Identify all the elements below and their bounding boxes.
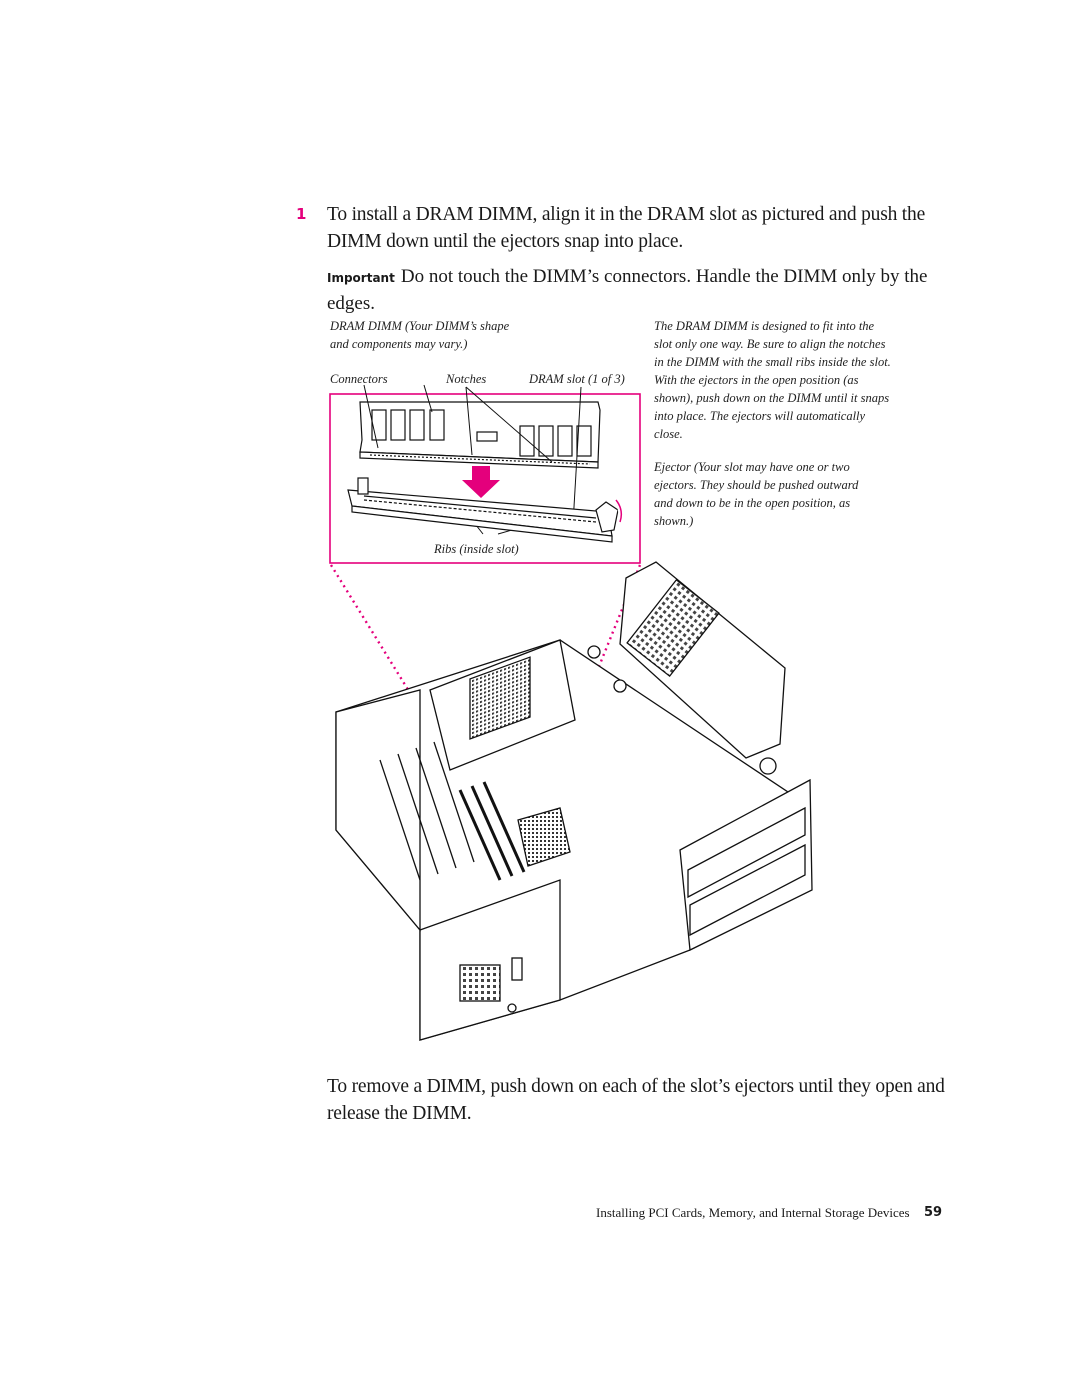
footer-section-title: Installing PCI Cards, Memory, and Intern…	[596, 1205, 910, 1220]
remove-instructions: To remove a DIMM, push down on each of t…	[327, 1076, 945, 1124]
label-notches: Notches	[446, 372, 487, 386]
callout-box	[329, 393, 641, 564]
label-connectors: Connectors	[330, 372, 388, 386]
page-number: 59	[924, 1205, 943, 1220]
step-number: 1	[296, 205, 307, 223]
dimm-module	[359, 401, 601, 469]
important-text: Do not touch the DIMM’s connectors. Hand…	[327, 266, 928, 314]
label-ribs: Ribs (inside slot)	[434, 542, 519, 556]
push-arrow	[462, 466, 500, 498]
computer-chassis	[335, 561, 813, 1041]
caption-design: The DRAM DIMM is designed to fit into th…	[654, 319, 891, 441]
dram-slot	[347, 477, 623, 543]
important-label: Important	[327, 271, 395, 285]
step-text: To install a DRAM DIMM, align it in the …	[327, 204, 926, 252]
caption-dimm: DRAM DIMM (Your DIMM’s shape and compone…	[330, 319, 510, 351]
label-slot: DRAM slot (1 of 3)	[529, 372, 625, 386]
caption-ejector: Ejector (Your slot may have one or two e…	[654, 460, 859, 528]
